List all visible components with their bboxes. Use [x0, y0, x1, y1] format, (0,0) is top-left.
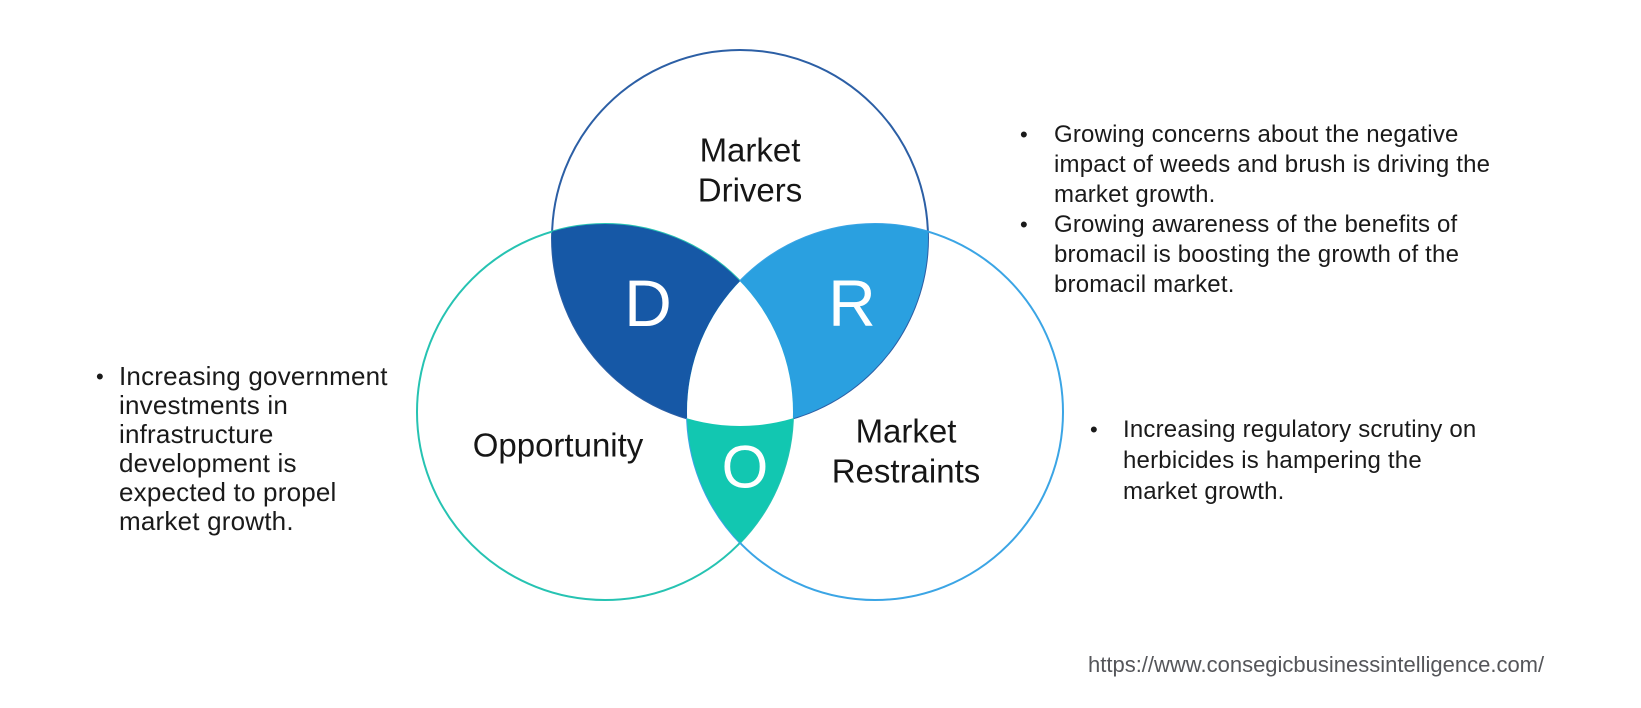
- drivers-label-line2: Drivers: [698, 172, 803, 209]
- opportunity-note-block: • Increasing government investments in i…: [90, 362, 388, 536]
- text-line: impact of weeds and brush is driving the: [1054, 151, 1491, 178]
- drivers-note-item: • Growing awareness of the benefits of b…: [1014, 210, 1490, 300]
- text-line: investments in: [119, 390, 288, 420]
- text-line: bromacil market.: [1054, 271, 1235, 298]
- drivers-note-item: • Growing concerns about the negative im…: [1014, 120, 1490, 210]
- text-line: Increasing government: [119, 361, 388, 391]
- text-line: infrastructure: [119, 419, 274, 449]
- drivers-note-text: Growing awareness of the benefits of bro…: [1054, 210, 1459, 300]
- source-url: https://www.consegicbusinessintelligence…: [1088, 652, 1545, 677]
- text-line: market growth.: [1054, 181, 1216, 208]
- drivers-lens-letter: D: [624, 266, 672, 340]
- restraints-note-text: Increasing regulatory scrutiny on herbic…: [1123, 414, 1476, 507]
- bullet-dot: •: [1020, 122, 1028, 147]
- text-line: bromacil is boosting the growth of the: [1054, 241, 1460, 268]
- bullet-dot: •: [96, 364, 104, 389]
- bullet-dot: •: [1020, 212, 1028, 237]
- opportunity-note-item: • Increasing government investments in i…: [90, 362, 388, 536]
- drivers-notes-block: • Growing concerns about the negative im…: [1014, 120, 1490, 300]
- opportunity-note-text: Increasing government investments in inf…: [119, 362, 388, 536]
- opportunity-label: Opportunity: [473, 427, 644, 464]
- text-line: Increasing regulatory scrutiny on: [1123, 416, 1477, 443]
- restraints-label-line1: Market: [856, 413, 957, 450]
- drivers-note-text: Growing concerns about the negative impa…: [1054, 120, 1490, 210]
- text-line: market growth.: [1123, 478, 1285, 505]
- bullet-dot: •: [1090, 417, 1098, 442]
- restraints-label-line2: Restraints: [832, 453, 981, 490]
- restraints-note-item: • Increasing regulatory scrutiny on herb…: [1084, 414, 1476, 507]
- restraints-lens-letter: R: [828, 266, 876, 340]
- text-line: market growth.: [119, 506, 294, 536]
- text-line: Growing concerns about the negative: [1054, 121, 1459, 148]
- text-line: herbicides is hampering the: [1123, 447, 1422, 474]
- restraints-note-block: • Increasing regulatory scrutiny on herb…: [1084, 414, 1476, 507]
- opportunity-lens-letter: O: [722, 434, 769, 501]
- drivers-label-line1: Market: [700, 132, 801, 169]
- text-line: development is: [119, 448, 297, 478]
- text-line: Growing awareness of the benefits of: [1054, 211, 1458, 238]
- text-line: expected to propel: [119, 477, 337, 507]
